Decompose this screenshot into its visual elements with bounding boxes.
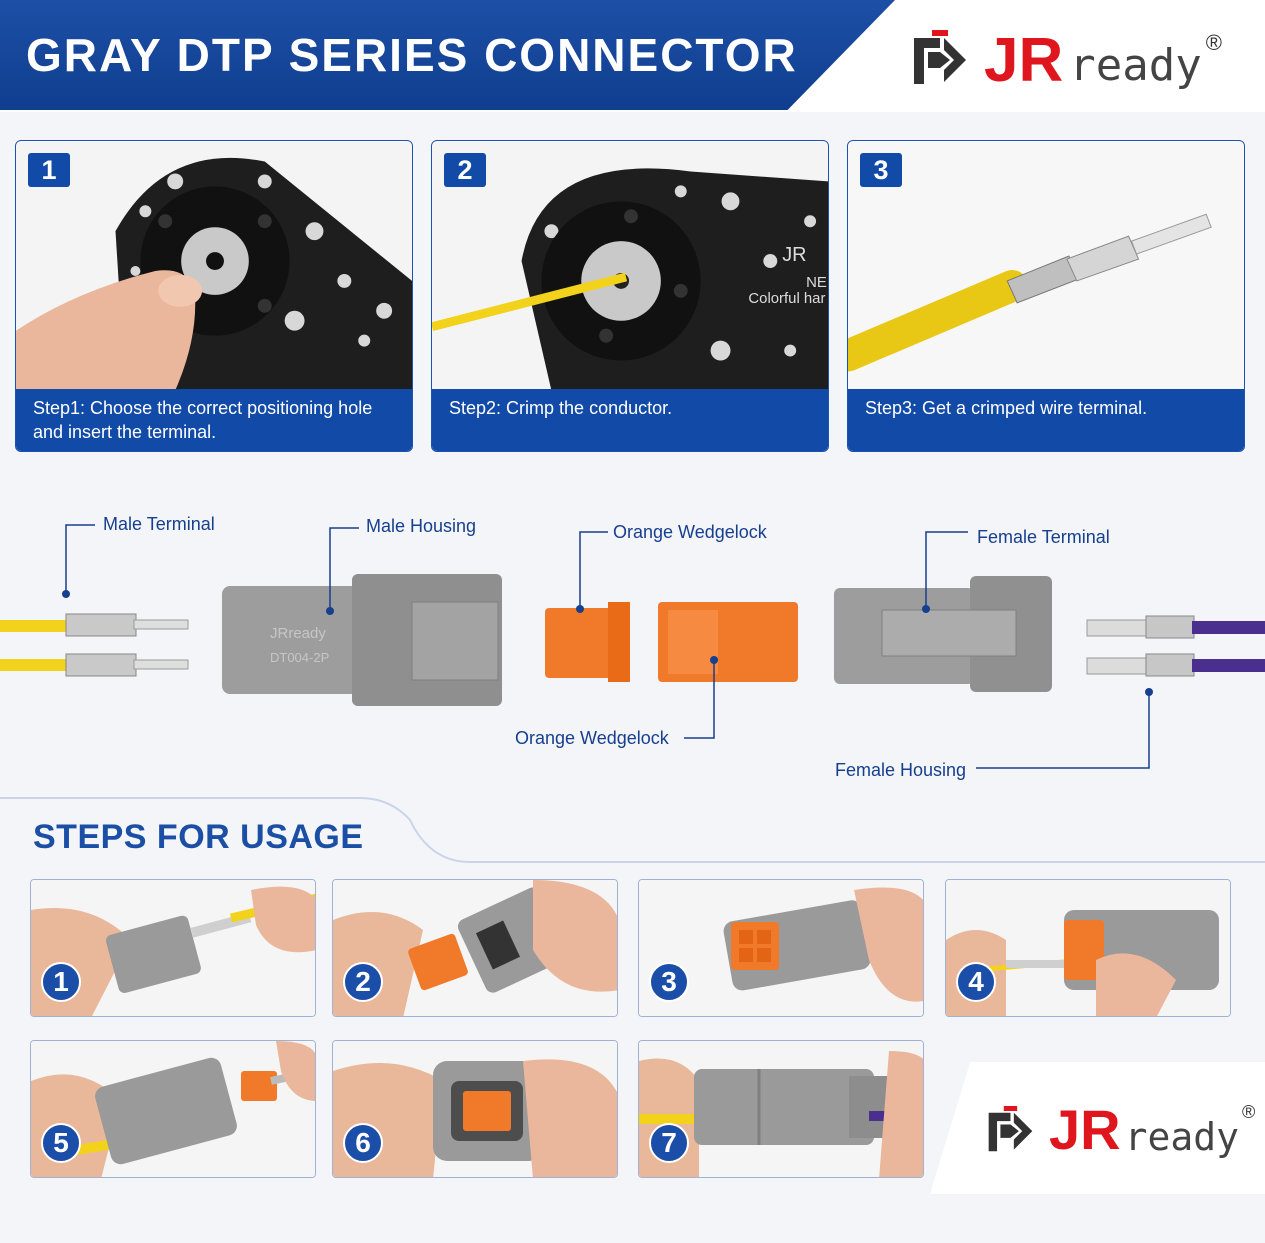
step-card-2: JR NE Colorful har 2 Step2: Crimp the co…	[431, 140, 829, 452]
step-card-3: 3 Step3: Get a crimped wire terminal.	[847, 140, 1245, 452]
parts-diagram: JRready DT004-2P	[0, 524, 1265, 769]
label-male-housing: Male Housing	[366, 516, 477, 536]
usage-step-badge: 2	[343, 962, 383, 1002]
leader-dot	[576, 605, 584, 613]
section-divider	[0, 797, 1265, 863]
step-card-1: 1 Step1: Choose the correct positioning …	[15, 140, 413, 452]
label-male-terminal: Male Terminal	[103, 514, 215, 534]
male-housing-shape: JRready DT004-2P	[222, 574, 502, 706]
step-caption: Step3: Get a crimped wire terminal.	[848, 389, 1244, 451]
crimp-tool-photo-2: JR NE Colorful har	[432, 141, 828, 391]
title-banner	[0, 0, 895, 110]
housing-brand-print: JRready	[270, 625, 326, 642]
label-orange-wedgelock-top: Orange Wedgelock	[613, 522, 767, 542]
crimped-terminal-photo	[848, 141, 1244, 391]
label-orange-wedgelock-bottom: Orange Wedgelock	[515, 728, 669, 748]
brand-registered: ®	[1241, 1102, 1256, 1122]
label-female-terminal: Female Terminal	[977, 527, 1110, 547]
female-housing-shape	[834, 576, 1052, 692]
usage-step-4: 4	[945, 879, 1231, 1017]
logo-card	[930, 1062, 1265, 1194]
orange-wedgelock-shapes	[545, 602, 798, 682]
usage-step-7: 7	[638, 1040, 924, 1178]
leader-dot	[326, 607, 334, 615]
usage-step-badge: 7	[649, 1123, 689, 1163]
brand-jr: JR	[984, 26, 1064, 95]
brand-logo: JR ready ®	[910, 30, 1222, 92]
step-number: 3	[860, 153, 902, 187]
brand-ready: ready	[1124, 1115, 1239, 1159]
usage-step-badge: 1	[41, 962, 81, 1002]
leader-lines	[65, 524, 1150, 769]
brand-jr: JR	[1049, 1098, 1121, 1161]
leader-dot	[710, 656, 718, 664]
tool-brand-print: JR	[782, 244, 806, 266]
brand-ready: ready	[1069, 40, 1202, 91]
usage-step-2: 2	[332, 879, 618, 1017]
usage-step-6: 6	[332, 1040, 618, 1178]
step-number: 1	[28, 153, 70, 187]
leader-dot	[1145, 688, 1153, 696]
female-terminal-assembly	[1086, 615, 1265, 677]
usage-step-badge: 6	[343, 1123, 383, 1163]
housing-model-print: DT004-2P	[270, 650, 329, 665]
step-caption: Step1: Choose the correct positioning ho…	[16, 389, 412, 451]
brand-logo-bottom: JR ready ®	[985, 1102, 1255, 1158]
usage-step-1: 1	[30, 879, 316, 1017]
usage-step-badge: 5	[41, 1123, 81, 1163]
male-terminal-assembly	[0, 613, 189, 677]
usage-step-5: 5	[30, 1040, 316, 1178]
jr-logo-mark-icon	[914, 30, 966, 84]
usage-step-badge: 3	[649, 962, 689, 1002]
page-title: GRAY DTP SERIES CONNECTOR	[26, 29, 798, 81]
brand-registered: ®	[1205, 30, 1222, 55]
tool-ne-print: NE	[806, 274, 827, 291]
leader-dot	[62, 590, 70, 598]
usage-step-3: 3	[638, 879, 924, 1017]
tool-colorful-print: Colorful har	[748, 290, 825, 307]
usage-step-badge: 4	[956, 962, 996, 1002]
jr-logo-mark-icon	[988, 1106, 1033, 1152]
crimp-tool-photo-1	[16, 141, 412, 391]
label-female-housing: Female Housing	[835, 760, 967, 780]
leader-dot	[922, 605, 930, 613]
usage-title: STEPS FOR USAGE	[33, 818, 364, 856]
step-caption: Step2: Crimp the conductor.	[432, 389, 828, 451]
step-number: 2	[444, 153, 486, 187]
